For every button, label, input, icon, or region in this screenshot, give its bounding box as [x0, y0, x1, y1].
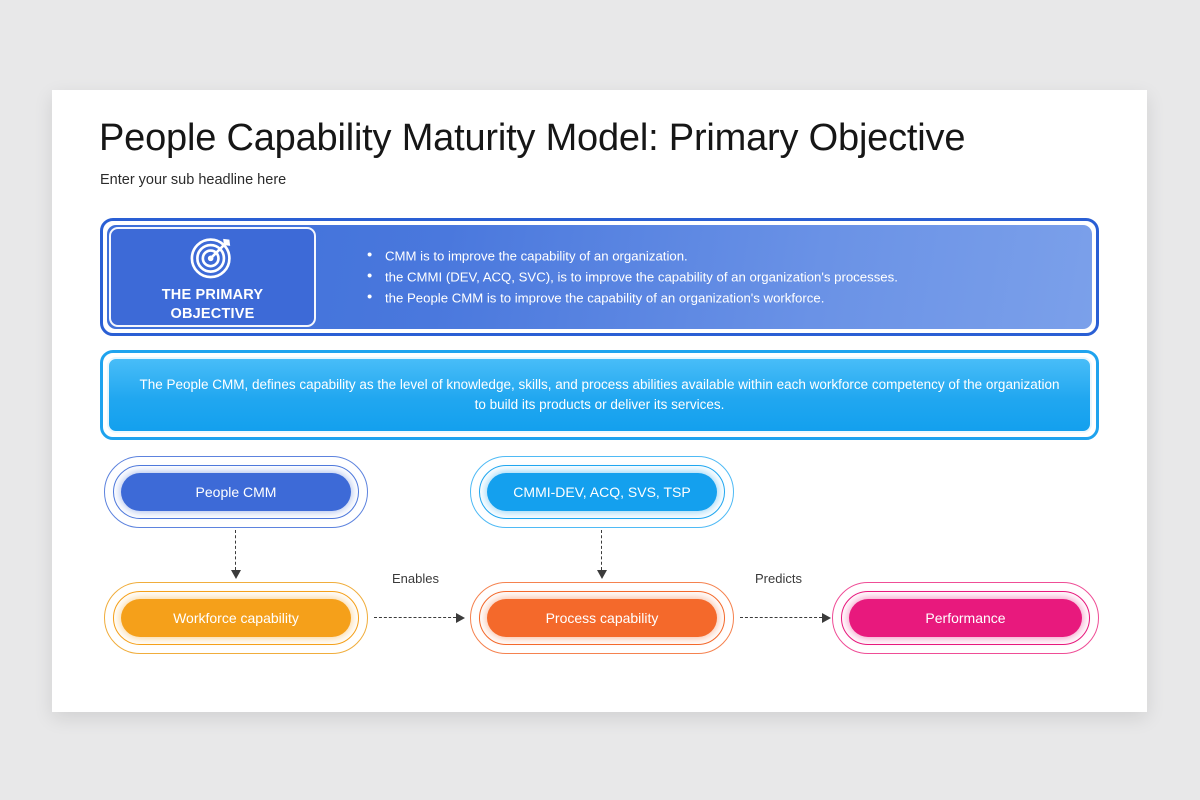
target-icon [190, 237, 231, 279]
page-title: People Capability Maturity Model: Primar… [99, 117, 966, 159]
page-subtitle: Enter your sub headline here [100, 172, 287, 188]
list-item: the People CMM is to improve the capabil… [363, 287, 898, 309]
node-label: Process capability [545, 610, 659, 626]
node-performance[interactable]: Performance [832, 582, 1099, 654]
connector-workforce-to-process [374, 612, 466, 624]
primary-objective-panel-body: THE PRIMARY OBJECTIVE CMM is to improve … [107, 225, 1092, 329]
card-label-line-2: OBJECTIVE [170, 305, 255, 322]
edge-label-predicts: Predicts [755, 571, 802, 586]
list-item: the CMMI (DEV, ACQ, SVC), is to improve … [363, 266, 898, 288]
node-process-capability[interactable]: Process capability [470, 582, 734, 654]
definition-banner: The People CMM, defines capability as th… [100, 350, 1099, 440]
connector-cmmi-to-process [595, 530, 609, 580]
edge-label-enables: Enables [392, 571, 439, 586]
definition-text: The People CMM, defines capability as th… [139, 377, 1060, 412]
primary-objective-panel: THE PRIMARY OBJECTIVE CMM is to improve … [100, 218, 1099, 336]
node-label: CMMI-DEV, ACQ, SVS, TSP [513, 484, 691, 500]
node-label: Workforce capability [173, 610, 299, 626]
node-cmmi[interactable]: CMMI-DEV, ACQ, SVS, TSP [470, 456, 734, 528]
node-workforce-capability[interactable]: Workforce capability [104, 582, 368, 654]
primary-objective-card: THE PRIMARY OBJECTIVE [109, 227, 316, 327]
card-label-line-1: THE PRIMARY [161, 286, 264, 303]
connector-process-to-performance [740, 612, 832, 624]
node-label: People CMM [195, 484, 277, 500]
definition-banner-body: The People CMM, defines capability as th… [107, 357, 1092, 433]
objective-bullet-list: CMM is to improve the capability of an o… [363, 245, 898, 309]
primary-objective-card-label: THE PRIMARY OBJECTIVE [162, 286, 264, 324]
node-people-cmm[interactable]: People CMM [104, 456, 368, 528]
slide-canvas: People Capability Maturity Model: Primar… [52, 90, 1147, 712]
list-item: CMM is to improve the capability of an o… [363, 245, 898, 267]
node-label: Performance [925, 610, 1006, 626]
connector-people-cmm-to-workforce [229, 530, 243, 580]
